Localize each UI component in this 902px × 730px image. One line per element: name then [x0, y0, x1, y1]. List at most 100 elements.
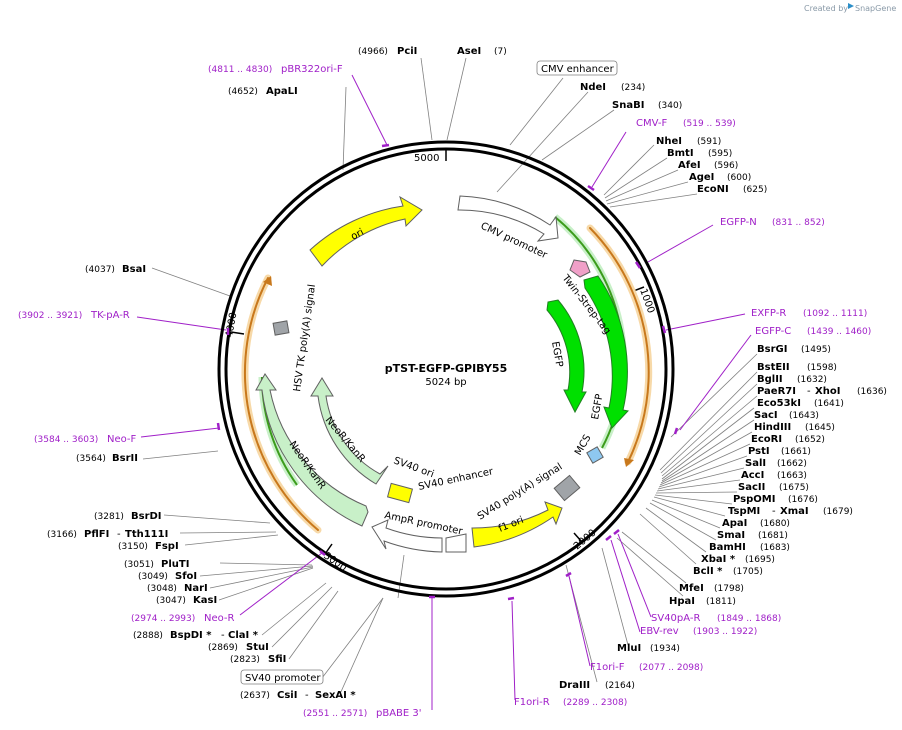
- feature-hsv-tk-polya[interactable]: [272, 320, 290, 336]
- svg-text:(1849 .. 1868): (1849 .. 1868): [717, 614, 781, 624]
- enzyme-nari[interactable]: NarI: [184, 583, 208, 594]
- feature-neor-outer[interactable]: [255, 373, 369, 527]
- feature-mcs[interactable]: [586, 446, 604, 464]
- primer-egfp-n[interactable]: EGFP-N: [720, 217, 757, 228]
- enzyme-ndei[interactable]: NdeI: [580, 82, 606, 93]
- feature-neor-inner[interactable]: [310, 377, 389, 485]
- enzyme-apai[interactable]: ApaI: [722, 518, 747, 529]
- svg-text:(1662): (1662): [777, 459, 807, 469]
- enzyme-pflfi[interactable]: PflFI: [84, 529, 109, 540]
- svg-text:(625): (625): [743, 185, 767, 195]
- enzyme-bsai[interactable]: BsaI: [122, 264, 146, 275]
- enzyme-eco53ki[interactable]: Eco53kI: [757, 398, 801, 409]
- enzyme-acci[interactable]: AccI: [741, 470, 764, 481]
- enzyme-bamhi[interactable]: BamHI: [709, 542, 746, 553]
- primer-exfp-r[interactable]: EXFP-R: [751, 308, 786, 319]
- primer-tk-pa-r[interactable]: TK-pA-R: [90, 310, 130, 321]
- enzyme-agei[interactable]: AgeI: [689, 172, 714, 183]
- primer-pbabe-3[interactable]: pBABE 3': [376, 708, 422, 719]
- cmv-enhancer-box[interactable]: CMV enhancer: [536, 60, 618, 76]
- enzyme-paer7i[interactable]: PaeR7I: [757, 386, 796, 397]
- svg-text:(591): (591): [697, 137, 721, 147]
- primer-egfp-c[interactable]: EGFP-C: [755, 326, 791, 337]
- enzyme-smai[interactable]: SmaI: [717, 530, 745, 541]
- enzyme-bsrgi[interactable]: BsrGI: [757, 344, 787, 355]
- enzyme-bmti[interactable]: BmtI: [667, 148, 694, 159]
- enzyme-nhei[interactable]: NheI: [656, 136, 682, 147]
- primer-f1ori-f[interactable]: F1ori-F: [590, 662, 625, 673]
- enzyme-fspi[interactable]: FspI: [155, 541, 179, 552]
- svg-text:(7): (7): [494, 47, 507, 57]
- svg-text:(234): (234): [621, 83, 645, 93]
- enzyme-apali[interactable]: ApaLI: [266, 86, 298, 97]
- primer-neo-f[interactable]: Neo-F: [107, 434, 137, 445]
- enzyme-ecori[interactable]: EcoRI: [751, 434, 782, 445]
- primer-marks: [216, 143, 679, 601]
- enzyme-tth111i[interactable]: Tth111I: [125, 529, 168, 540]
- credit-app-name[interactable]: SnapGene: [855, 4, 896, 13]
- svg-text:(595): (595): [708, 149, 732, 159]
- enzyme-pcii[interactable]: PciI: [397, 46, 417, 57]
- enzyme-asei[interactable]: AseI: [457, 46, 481, 57]
- enzyme-bcli[interactable]: BclI *: [693, 566, 723, 577]
- feature-ampr-promoter[interactable]: [371, 519, 443, 553]
- primer-f1ori-r[interactable]: F1ori-R: [514, 697, 550, 708]
- feature-sv40-ori[interactable]: [386, 482, 414, 504]
- enzyme-econi[interactable]: EcoNI: [697, 184, 729, 195]
- label-egfp-outer: EGFP: [590, 393, 605, 420]
- enzyme-tspmi[interactable]: TspMI: [728, 506, 760, 517]
- svg-text:(1092 .. 1111): (1092 .. 1111): [803, 309, 867, 319]
- enzyme-clai[interactable]: ClaI *: [228, 630, 259, 641]
- enzyme-sfoi[interactable]: SfoI: [175, 571, 197, 582]
- enzyme-sfii[interactable]: SfiI: [268, 654, 286, 665]
- enzyme-kasi[interactable]: KasI: [193, 595, 217, 606]
- primer-ebv-rev[interactable]: EBV-rev: [640, 626, 679, 637]
- enzyme-hindiii[interactable]: HindIII: [754, 422, 791, 433]
- enzyme-pluti[interactable]: PluTI: [161, 559, 189, 570]
- enzyme-afei[interactable]: AfeI: [678, 160, 701, 171]
- enzyme-csii[interactable]: CsiI: [277, 690, 297, 701]
- enzyme-xbai[interactable]: XbaI *: [701, 554, 736, 565]
- enzyme-bglii[interactable]: BglII: [757, 374, 783, 385]
- svg-text:(2974 .. 2993): (2974 .. 2993): [131, 614, 195, 624]
- enzyme-sali[interactable]: SalI: [745, 458, 766, 469]
- primer-pbr322ori-f[interactable]: pBR322ori-F: [281, 64, 343, 75]
- primer-cmv-f[interactable]: CMV-F: [636, 118, 667, 129]
- enzyme-xmai[interactable]: XmaI: [780, 506, 809, 517]
- sv40-promoter-box[interactable]: SV40 promoter: [240, 669, 324, 685]
- label-hsv-tk: HSV TK poly(A) signal: [292, 284, 318, 393]
- enzyme-bsrii[interactable]: BsrII: [112, 453, 138, 464]
- svg-text:(1695): (1695): [745, 555, 775, 565]
- orange-arrowheads: [263, 276, 634, 467]
- svg-text:(3150): (3150): [118, 542, 148, 552]
- feature-twin-strep-tag[interactable]: [569, 259, 591, 278]
- feature-egfp-inner[interactable]: [546, 299, 587, 414]
- primer-neo-r[interactable]: Neo-R: [204, 613, 235, 624]
- enzyme-hpai[interactable]: HpaI: [669, 596, 695, 607]
- enzyme-mlui[interactable]: MluI: [617, 643, 641, 654]
- enzyme-mfei[interactable]: MfeI: [679, 583, 704, 594]
- feature-ampr-small[interactable]: [445, 533, 467, 553]
- enzyme-bsteii[interactable]: BstEII: [757, 362, 790, 373]
- enzyme-sexai[interactable]: SexAI *: [315, 690, 356, 701]
- feature-egfp-outer[interactable]: [583, 275, 629, 429]
- enzyme-bsrdi[interactable]: BsrDI: [131, 511, 162, 522]
- enzyme-snabi[interactable]: SnaBI: [612, 100, 644, 111]
- enzyme-pspomi[interactable]: PspOMI: [733, 494, 775, 505]
- enzyme-psti[interactable]: PstI: [748, 446, 770, 457]
- feature-cmv-promoter[interactable]: [457, 195, 559, 242]
- feature-f1-ori[interactable]: [471, 501, 563, 548]
- enzyme-xhoi[interactable]: XhoI: [815, 386, 840, 397]
- primer-sv40pa-r[interactable]: SV40pA-R: [651, 613, 700, 624]
- svg-text:(1643): (1643): [789, 411, 819, 421]
- enzyme-sacii[interactable]: SacII: [738, 482, 765, 493]
- enzyme-saci[interactable]: SacI: [754, 410, 778, 421]
- svg-text:(3051): (3051): [124, 560, 154, 570]
- label-ori: ori: [349, 227, 366, 243]
- svg-text:(600): (600): [727, 173, 751, 183]
- enzyme-draiii[interactable]: DraIII: [559, 680, 590, 691]
- feature-ori[interactable]: [309, 195, 423, 267]
- enzyme-stui[interactable]: StuI: [246, 642, 269, 653]
- feature-sv40-polya-block[interactable]: [553, 474, 581, 502]
- enzyme-bspdi[interactable]: BspDI *: [170, 630, 212, 641]
